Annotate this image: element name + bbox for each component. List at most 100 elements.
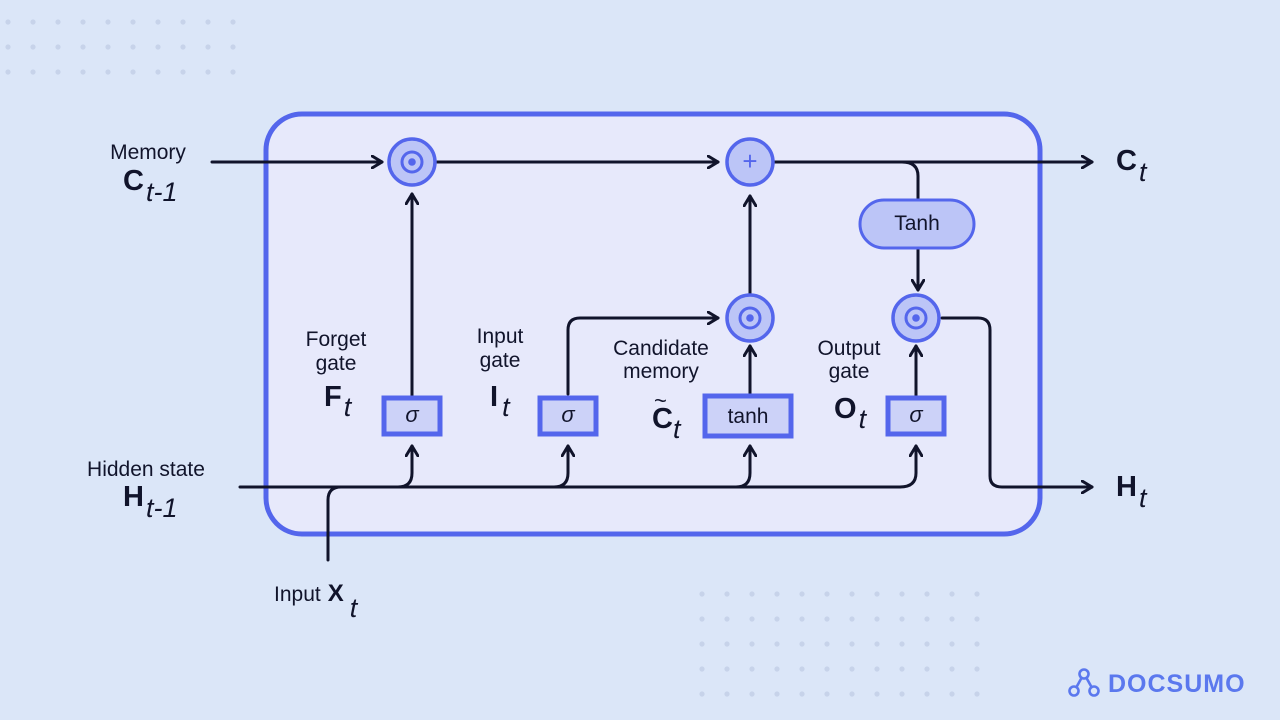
candidate-tanh-box: tanh <box>702 393 794 439</box>
decorative-dot <box>155 44 161 50</box>
decorative-dot <box>774 591 780 597</box>
decorative-dot <box>949 591 955 597</box>
decorative-dot <box>724 666 730 672</box>
decorative-dot <box>949 641 955 647</box>
decorative-dot <box>724 641 730 647</box>
decorative-dot <box>924 591 930 597</box>
decorative-dot <box>80 69 86 75</box>
decorative-dot <box>205 69 211 75</box>
lstm-cell-box <box>263 111 1043 537</box>
output-gate-label-line1: Output <box>817 337 880 360</box>
candidate-memory-symbol: Ct <box>652 403 682 444</box>
decorative-dot <box>874 666 880 672</box>
decorative-dot <box>699 616 705 622</box>
decorative-dot <box>774 666 780 672</box>
hidden-state-symbol: Ht-1 <box>123 481 177 523</box>
decorative-dot <box>105 19 111 25</box>
decorative-dot <box>949 616 955 622</box>
decorative-dot <box>105 69 111 75</box>
decorative-dot <box>699 666 705 672</box>
cell-tanh-label: Tanh <box>894 212 940 235</box>
decorative-dot <box>230 19 236 25</box>
decorative-dots-bottom <box>699 591 980 697</box>
hidden-state-output-symbol: Ht <box>1116 471 1148 513</box>
decorative-dot <box>974 641 980 647</box>
hidden-out-arrow <box>940 316 1094 487</box>
decorative-dot <box>749 616 755 622</box>
decorative-dot <box>5 19 11 25</box>
decorative-dot <box>80 19 86 25</box>
docsumo-logo: DOCSUMO <box>1068 668 1246 698</box>
output-activation: σ <box>909 402 923 427</box>
decorative-dot <box>699 591 705 597</box>
decorative-dot <box>874 591 880 597</box>
decorative-dot <box>899 666 905 672</box>
decorative-dot <box>180 69 186 75</box>
candidate-memory-label-line1: Candidate <box>613 337 709 360</box>
input-gate-label-line1: Input <box>477 325 524 348</box>
bus-to-output-arrow <box>898 444 916 489</box>
decorative-dot <box>924 616 930 622</box>
output-gate-label-line2: gate <box>829 360 870 383</box>
decorative-dot <box>130 69 136 75</box>
forget-gate-label-line2: gate <box>316 352 357 375</box>
decorative-dot <box>749 691 755 697</box>
forget-gate-symbol: Ft <box>324 381 353 422</box>
input-x-wire <box>326 485 343 562</box>
hidden-state-label: Hidden state <box>87 458 205 481</box>
decorative-dot <box>799 666 805 672</box>
decorative-dot <box>824 591 830 597</box>
decorative-dot <box>30 19 36 25</box>
forget-gate-label-line1: Forget <box>306 328 367 351</box>
decorative-dot <box>155 69 161 75</box>
cell-tanh-block: Tanh <box>858 198 976 250</box>
add-symbol: + <box>742 146 757 176</box>
candidate-activation: tanh <box>728 405 769 428</box>
bus-to-forget-arrow <box>396 444 412 489</box>
decorative-dot <box>230 44 236 50</box>
docsumo-wordmark: DOCSUMO <box>1108 670 1246 698</box>
decorative-dot <box>874 616 880 622</box>
decorative-dot <box>899 641 905 647</box>
output-multiply-node <box>891 293 941 343</box>
output-gate-box: σ <box>885 395 947 437</box>
memory-symbol: Ct-1 <box>123 165 177 207</box>
decorative-dot <box>5 44 11 50</box>
decorative-dot <box>849 591 855 597</box>
input-gate-arrow <box>566 318 720 396</box>
decorative-dot <box>849 641 855 647</box>
decorative-dot <box>799 691 805 697</box>
decorative-dot <box>824 641 830 647</box>
decorative-dot <box>924 641 930 647</box>
decorative-dot <box>230 69 236 75</box>
decorative-dot <box>105 44 111 50</box>
decorative-dot <box>774 641 780 647</box>
decorative-dot <box>774 616 780 622</box>
cell-state-output-symbol: Ct <box>1116 145 1148 187</box>
decorative-dot <box>749 591 755 597</box>
decorative-dot <box>974 666 980 672</box>
forget-gate-box: σ <box>381 395 443 437</box>
forget-activation: σ <box>405 402 419 427</box>
decorative-dot <box>949 691 955 697</box>
decorative-dot <box>5 69 11 75</box>
memory-label: Memory <box>110 141 186 164</box>
input-gate-box: σ <box>537 395 599 437</box>
decorative-dot <box>55 44 61 50</box>
decorative-dot <box>205 19 211 25</box>
decorative-dots-top-left <box>5 19 236 75</box>
add-node: + <box>725 137 775 187</box>
decorative-dot <box>180 19 186 25</box>
decorative-dot <box>55 69 61 75</box>
decorative-dot <box>849 691 855 697</box>
decorative-dot <box>899 691 905 697</box>
decorative-dot <box>749 641 755 647</box>
decorative-dot <box>799 591 805 597</box>
decorative-dot <box>699 641 705 647</box>
decorative-dot <box>974 616 980 622</box>
decorative-dot <box>849 616 855 622</box>
decorative-dot <box>205 44 211 50</box>
decorative-dot <box>874 641 880 647</box>
